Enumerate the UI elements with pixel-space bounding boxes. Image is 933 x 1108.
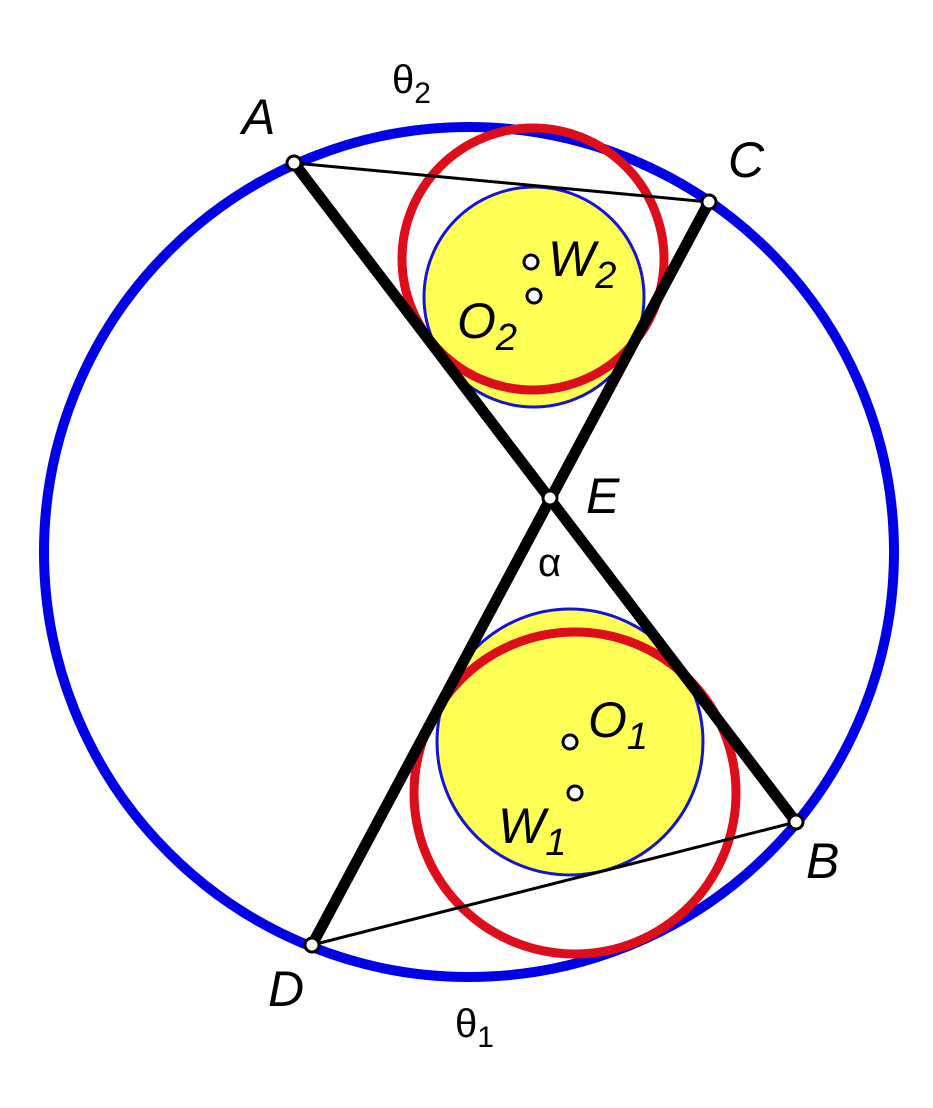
label-theta2: θ2 [392, 58, 431, 110]
label-b: B [806, 833, 839, 889]
point-a [285, 154, 303, 172]
label-alpha: α [538, 541, 561, 585]
point-w2 [522, 253, 540, 271]
label-o1: O1 [588, 692, 648, 758]
label-o2: O2 [457, 293, 517, 359]
label-d: D [268, 961, 304, 1017]
point-b [787, 813, 805, 831]
point-c [700, 193, 718, 211]
label-a: A [239, 89, 275, 145]
label-e: E [586, 468, 620, 524]
point-e [541, 489, 559, 507]
label-w1: W1 [498, 798, 566, 864]
upper-red-circle [397, 123, 669, 395]
point-d [303, 936, 321, 954]
label-theta1: θ1 [455, 1002, 494, 1054]
point-o1 [561, 733, 579, 751]
label-c: C [728, 132, 765, 188]
point-o2 [525, 287, 543, 305]
lower-red-circle [409, 627, 741, 959]
label-w2: W2 [548, 231, 616, 297]
point-w1 [566, 784, 584, 802]
chord-ac [293, 161, 710, 204]
chord-cd [306, 196, 715, 951]
chord-db [311, 820, 797, 947]
outer-circle [39, 122, 899, 982]
